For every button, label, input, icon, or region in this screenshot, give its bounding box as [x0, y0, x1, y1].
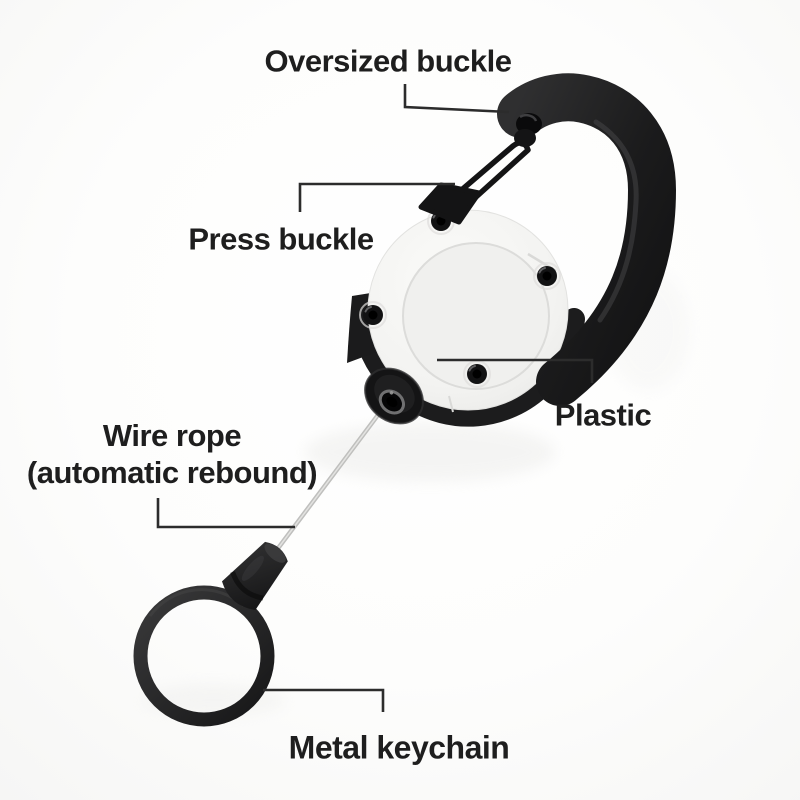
label-press-buckle: Press buckle: [188, 221, 374, 258]
leader-wire-rope: [156, 498, 295, 529]
label-text: (automatic rebound): [26, 455, 318, 490]
label-text: Metal keychain: [288, 729, 510, 766]
screw: [533, 262, 561, 290]
housing-seam: [448, 395, 454, 413]
press-gate-wire: [418, 140, 531, 225]
label-text: Press buckle: [188, 221, 374, 257]
leader-oversized-buckle: [403, 84, 510, 114]
screw: [463, 360, 491, 388]
screw: [359, 301, 387, 329]
leader-lines: [156, 84, 594, 712]
carabiner-hook: [497, 73, 677, 406]
wire-rope: [262, 409, 383, 569]
label-oversized-buckle: Oversized buckle: [264, 43, 512, 80]
cord-grommet: [364, 367, 424, 425]
label-plastic: Plastic: [554, 397, 652, 434]
label-metal-keychain: Metal keychain: [289, 730, 510, 767]
label-wire-rope: Wire rope (automatic rebound): [26, 417, 318, 491]
leader-press-buckle: [298, 182, 455, 212]
leader-metal-keychain: [263, 688, 385, 712]
cord-stopper: [221, 541, 288, 611]
label-text: Plastic: [554, 397, 652, 433]
gate-nose: [418, 182, 482, 225]
label-text: Oversized buckle: [264, 43, 512, 79]
leader-plastic: [437, 358, 594, 383]
label-text: Wire rope: [102, 418, 242, 453]
